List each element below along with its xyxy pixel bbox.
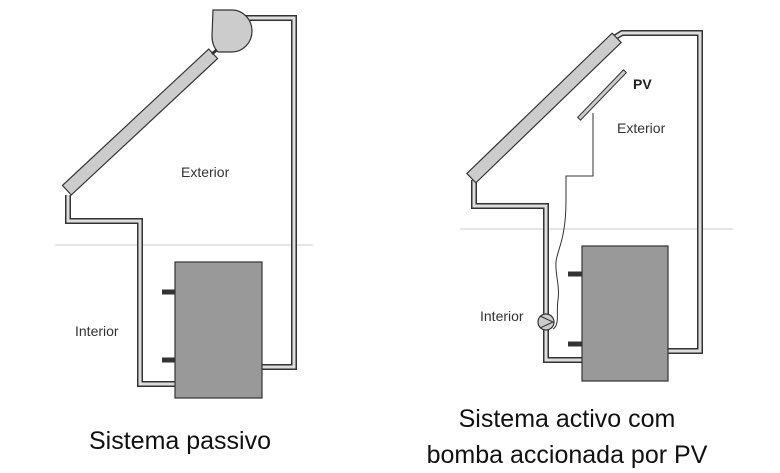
storage-tank: [581, 245, 669, 382]
pv-wire: [552, 113, 594, 330]
pump-icon: [537, 313, 555, 331]
active-system: PV Exterior Interior Sistema activo com …: [427, 30, 733, 469]
caption-passive: Sistema passivo: [89, 427, 271, 455]
exterior-label: Exterior: [617, 120, 666, 136]
caption-active-line2: bomba accionada por PV: [427, 441, 708, 469]
solar-collector: [465, 32, 623, 184]
pipe-supply: [612, 30, 703, 354]
pipe-return: [471, 180, 583, 363]
passive-system: Exterior Interior Sistema passivo: [55, 9, 313, 455]
pipe-supply: [245, 15, 297, 370]
interior-label: Interior: [480, 308, 524, 324]
caption-active-line1: Sistema activo com: [459, 405, 676, 433]
tank-stubs: [162, 289, 176, 363]
thermosiphon-tank: [211, 9, 253, 53]
pv-panel: [576, 69, 628, 121]
tank-stubs: [568, 271, 583, 347]
interior-label: Interior: [75, 323, 119, 339]
storage-tank: [174, 261, 263, 399]
pipe-return: [65, 195, 176, 387]
pv-label: PV: [633, 76, 652, 92]
exterior-label: Exterior: [181, 164, 230, 180]
